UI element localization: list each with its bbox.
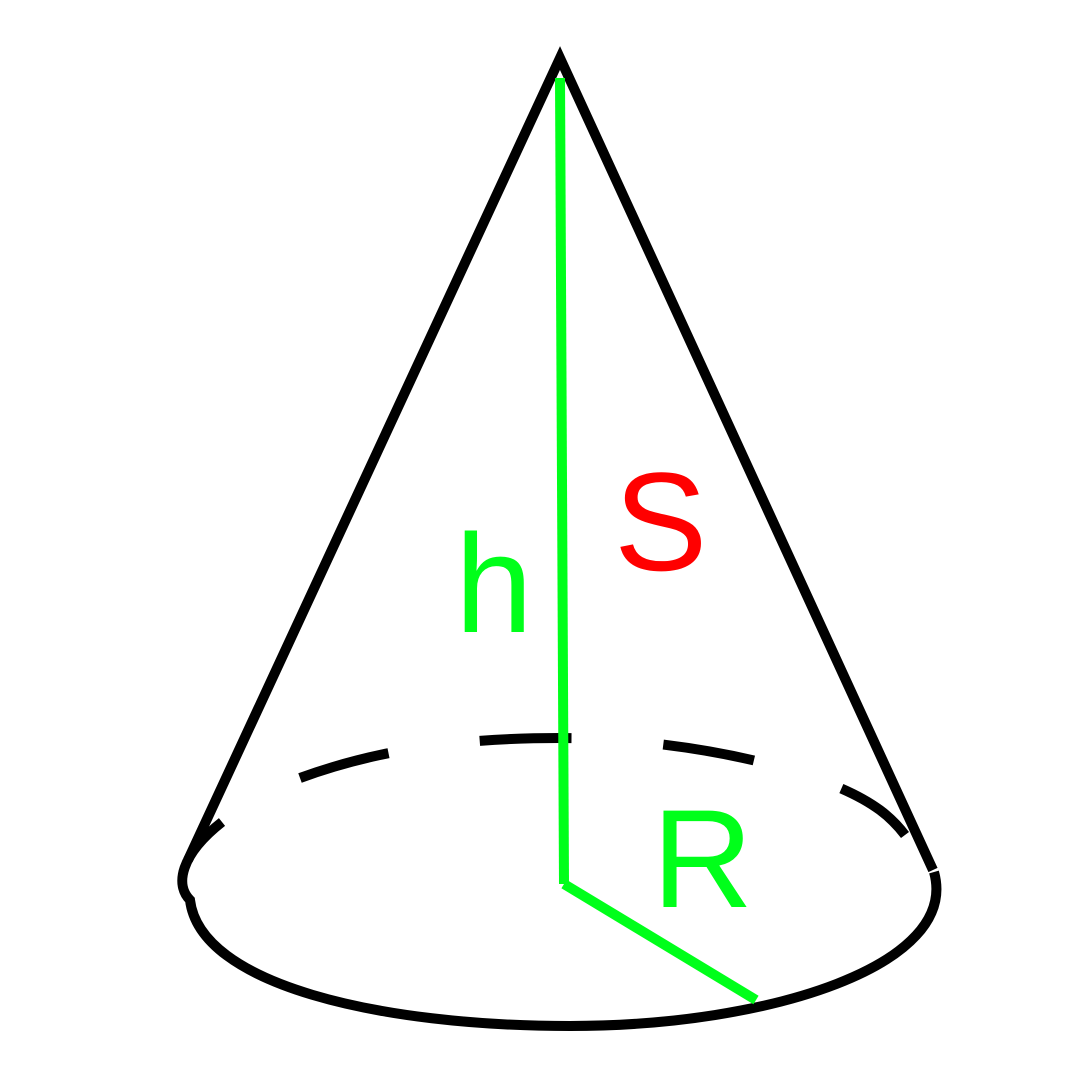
cone-base-back-arc-dashed bbox=[298, 732, 909, 839]
cone-slant-sides bbox=[183, 46, 938, 873]
radius-line bbox=[561, 879, 759, 1005]
height-line bbox=[555, 77, 569, 885]
cone-base-front-arc bbox=[177, 818, 942, 1032]
radius-label: R bbox=[652, 780, 753, 937]
height-label: h bbox=[455, 505, 533, 662]
slant-label: S bbox=[614, 443, 707, 600]
